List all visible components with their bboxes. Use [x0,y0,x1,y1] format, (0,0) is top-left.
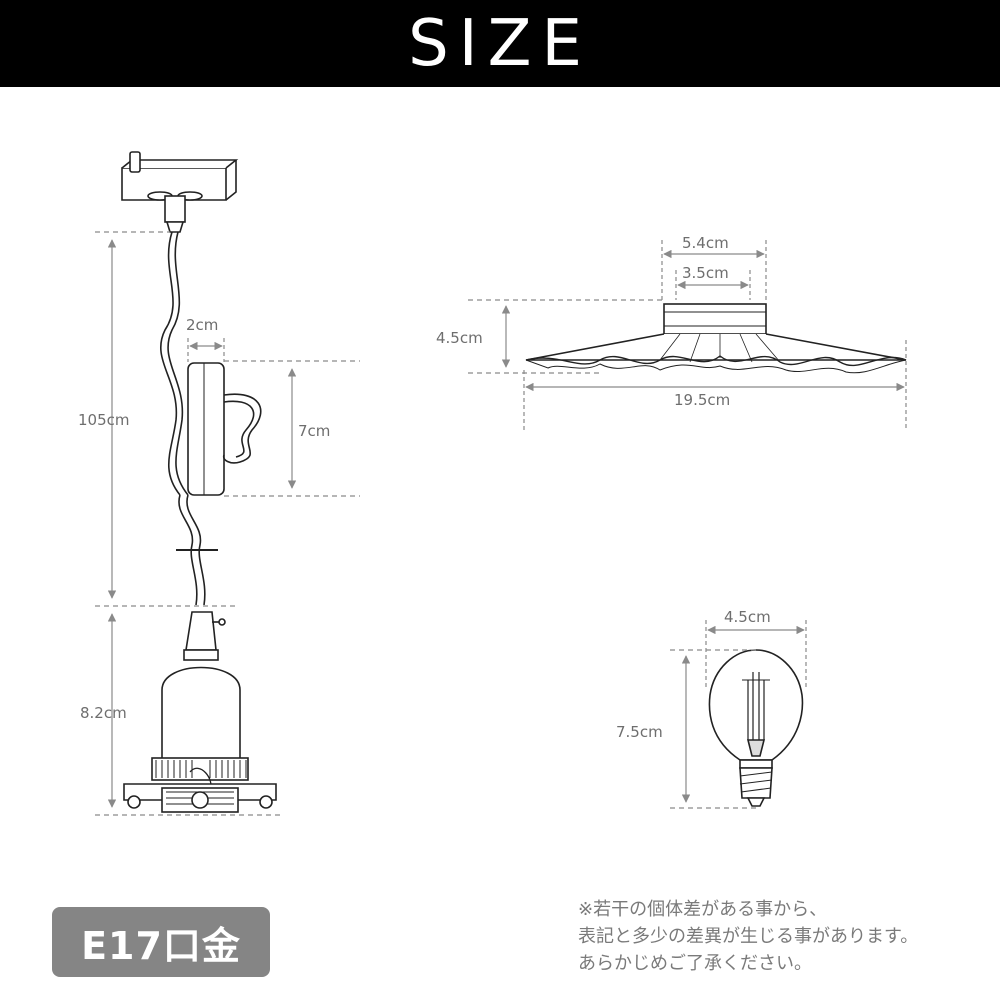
disclaimer-line-1: ※若干の個体差がある事から、 [578,899,828,920]
adjuster-height-label: 7cm [298,422,330,440]
bulb-dimension-lines [670,620,807,809]
page-title: SIZE [408,6,592,81]
pendant-illustration [121,151,277,813]
bulb-width-label: 4.5cm [724,608,771,626]
disclaimer-line-2: 表記と多少の差異が生じる事があります。 [578,926,919,947]
shade-dimension-lines [468,240,907,430]
header-banner: SIZE [0,0,1000,87]
disclaimer-line-3: あらかじめご了承ください。 [578,953,812,974]
bulb-illustration [708,649,804,807]
adjuster-width-label: 2cm [186,316,218,334]
shade-height-label: 4.5cm [436,329,483,347]
shade-illustration [525,303,907,374]
socket-type-badge: E17口金 [52,907,270,977]
socket-height-label: 8.2cm [80,704,127,722]
bulb-height-label: 7.5cm [616,723,663,741]
socket-type-label: E17口金 [81,923,241,968]
shade-diameter-label: 19.5cm [674,391,730,409]
shade-top-inner-label: 3.5cm [682,264,729,282]
disclaimer-note: ※若干の個体差がある事から、 表記と多少の差異が生じる事があります。 あらかじめ… [578,896,988,977]
cord-length-label: 105cm [78,411,130,429]
shade-top-outer-label: 5.4cm [682,234,729,252]
pendant-dimension-lines [95,231,360,816]
